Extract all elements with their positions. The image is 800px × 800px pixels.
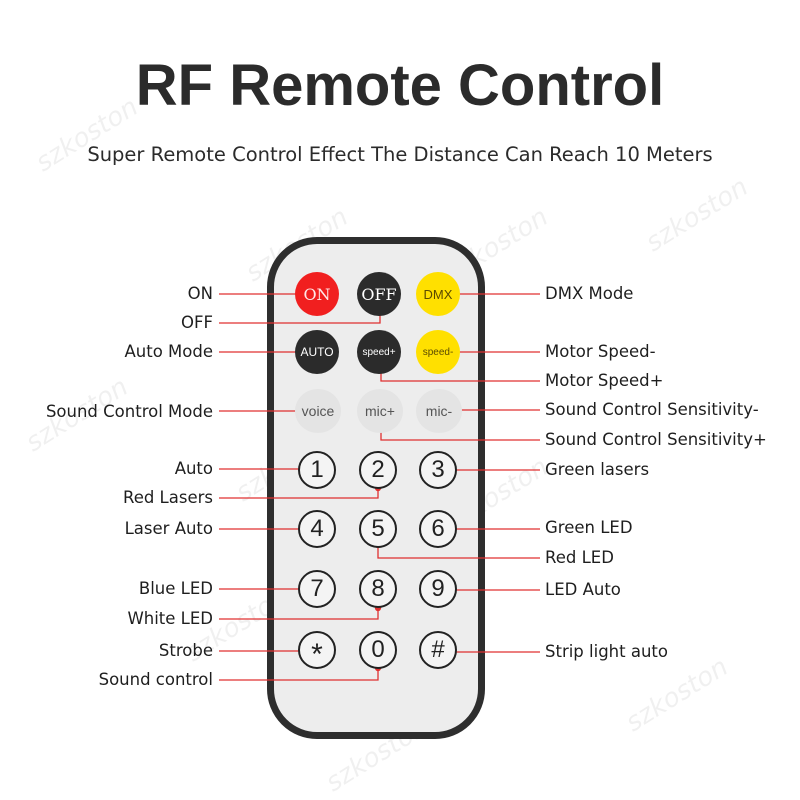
star-button[interactable]: * <box>298 631 336 671</box>
number-7-label: 7 <box>310 575 324 602</box>
label-motor-speed-minus: Motor Speed- <box>545 342 656 361</box>
leader-line-sound-control <box>219 668 379 681</box>
speed-plus-button[interactable]: speed+ <box>357 330 401 374</box>
number-1-label: 1 <box>310 456 324 483</box>
number-6-label: 6 <box>431 515 445 542</box>
mic-plus-button[interactable]: mic+ <box>357 389 403 433</box>
off-button[interactable]: OFF <box>357 272 401 316</box>
number-2-label: 2 <box>371 456 385 483</box>
speed-plus-button-label: speed+ <box>362 346 396 358</box>
label-green-led: Green LED <box>545 518 633 537</box>
voice-button-label: voice <box>301 403 335 419</box>
number-3-label: 3 <box>431 456 445 483</box>
label-on: ON <box>187 284 213 303</box>
number-7-button[interactable]: 7 <box>298 570 336 608</box>
auto-button[interactable]: AUTO <box>295 330 339 374</box>
label-white-led: White LED <box>127 609 213 628</box>
number-4-label: 4 <box>310 515 324 542</box>
leader-line-motor-speed-plus <box>380 366 540 382</box>
label-strobe: Strobe <box>158 641 213 660</box>
leader-line-red-lasers <box>219 488 379 499</box>
leader-line-red-led <box>377 545 540 559</box>
label-blue-led: Blue LED <box>138 579 213 598</box>
label-strip-light-auto: Strip light auto <box>545 642 668 661</box>
voice-button[interactable]: voice <box>295 389 341 433</box>
mic-minus-button[interactable]: mic- <box>416 389 462 433</box>
hash-label: # <box>431 636 445 663</box>
on-button[interactable]: ON <box>295 272 339 316</box>
label-led-auto: LED Auto <box>545 580 621 599</box>
label-auto-mode: Auto Mode <box>124 342 213 361</box>
label-dmx-mode: DMX Mode <box>545 284 634 303</box>
number-8-label: 8 <box>371 575 385 602</box>
mic-minus-button-label: mic- <box>425 403 453 419</box>
speed-minus-button-label: speed- <box>422 346 454 358</box>
number-0-button[interactable]: 0 <box>359 631 397 669</box>
auto-button-label: AUTO <box>300 345 334 359</box>
on-button-label: ON <box>303 284 331 304</box>
number-2-button[interactable]: 2 <box>359 451 397 489</box>
hash-button[interactable]: # <box>419 631 457 669</box>
number-9-label: 9 <box>431 575 445 602</box>
number-5-label: 5 <box>371 515 385 542</box>
mic-plus-button-label: mic+ <box>365 403 395 419</box>
dmx-button-label: DMX <box>423 286 453 302</box>
dmx-button[interactable]: DMX <box>416 272 460 316</box>
number-8-button[interactable]: 8 <box>359 570 397 608</box>
label-sound-control: Sound control <box>98 670 213 689</box>
label-green-lasers: Green lasers <box>545 460 650 479</box>
number-5-button[interactable]: 5 <box>359 510 397 548</box>
label-sound-sensitivity-plus: Sound Control Sensitivity+ <box>545 430 767 449</box>
label-sound-sensitivity-minus: Sound Control Sensitivity- <box>545 400 759 419</box>
label-off: OFF <box>181 313 213 332</box>
page-title: RF Remote Control <box>135 53 665 118</box>
label-auto: Auto <box>174 459 213 478</box>
number-1-button[interactable]: 1 <box>298 451 336 489</box>
label-motor-speed-plus: Motor Speed+ <box>545 371 664 390</box>
leader-line-sound-sensitivity-plus <box>380 427 540 441</box>
leader-line-off <box>219 309 381 324</box>
leader-line-white-led <box>219 608 379 620</box>
label-sound-control-mode: Sound Control Mode <box>45 402 213 421</box>
number-6-button[interactable]: 6 <box>419 510 457 548</box>
number-3-button[interactable]: 3 <box>419 451 457 489</box>
off-button-label: OFF <box>361 284 397 304</box>
label-red-led: Red LED <box>545 548 614 567</box>
number-0-label: 0 <box>371 636 385 663</box>
star-label: * <box>311 638 323 671</box>
label-laser-auto: Laser Auto <box>124 519 213 538</box>
page-subtitle: Super Remote Control Effect The Distance… <box>87 143 713 166</box>
number-9-button[interactable]: 9 <box>419 570 457 608</box>
speed-minus-button[interactable]: speed- <box>416 330 460 374</box>
number-4-button[interactable]: 4 <box>298 510 336 548</box>
label-red-lasers: Red Lasers <box>122 488 213 507</box>
